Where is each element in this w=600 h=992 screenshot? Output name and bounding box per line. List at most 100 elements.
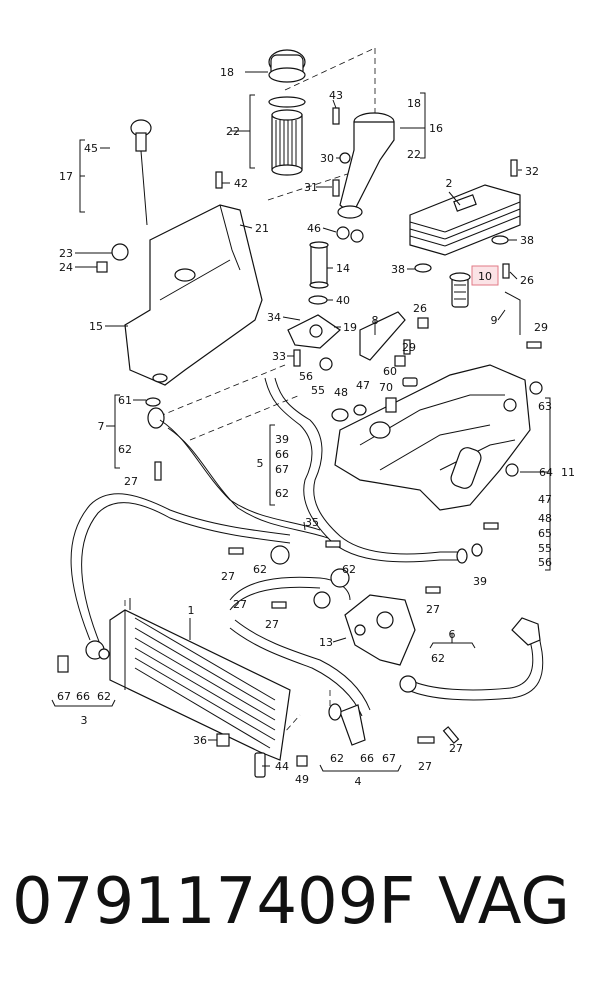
- clip-49: [296, 755, 308, 767]
- callout: 61: [118, 394, 132, 407]
- callout: 24: [59, 261, 73, 274]
- filter-seal-ring: [268, 96, 306, 108]
- o-ring-39a: [471, 543, 483, 557]
- callout: 62: [118, 443, 132, 456]
- callout: 62: [330, 752, 344, 765]
- egr-cooler-assembly: [334, 364, 531, 511]
- callout: 8: [372, 314, 379, 327]
- callout: 40: [336, 294, 350, 307]
- callout: 17: [59, 170, 73, 183]
- callout: 22: [226, 125, 240, 138]
- callout: 33: [272, 350, 286, 363]
- callout: 14: [336, 262, 350, 275]
- flange-39b: [456, 548, 468, 564]
- callout: 2: [446, 177, 453, 190]
- callout: 1: [188, 604, 195, 617]
- callout: 66: [360, 752, 374, 765]
- bolt-24: [96, 261, 108, 273]
- callout: 62: [342, 563, 356, 576]
- callout: 64: [539, 466, 553, 479]
- thermostat-housing-13: [344, 594, 416, 666]
- highlight-box-10: [471, 265, 499, 286]
- oil-filter-housing: [337, 112, 395, 219]
- callout: 4: [355, 775, 362, 788]
- callout: 38: [391, 263, 405, 276]
- callout: 60: [383, 365, 397, 378]
- callout: 34: [267, 311, 281, 324]
- flange-19-bore: [309, 324, 323, 338]
- callout: 67: [275, 463, 289, 476]
- leader-lines: [75, 71, 549, 767]
- callout: 62: [275, 487, 289, 500]
- callout: 23: [59, 247, 73, 260]
- callout: 27: [265, 618, 279, 631]
- callout: 56: [538, 556, 552, 569]
- callout: 27: [221, 570, 235, 583]
- o-ring-62-bottom: [328, 703, 342, 721]
- nut-36: [216, 733, 230, 747]
- oil-filter-cap: [268, 49, 306, 83]
- callout: 27: [426, 603, 440, 616]
- callout: 55: [538, 542, 552, 555]
- brand-label: VAG: [438, 865, 570, 939]
- callout: 3: [81, 714, 88, 727]
- callout: 39: [275, 433, 289, 446]
- callout: 11: [561, 466, 575, 479]
- part-number: 079117409F: [12, 865, 416, 939]
- o-ring-46a: [336, 226, 350, 240]
- radiator-1: [109, 598, 291, 761]
- callout: 29: [402, 341, 416, 354]
- oil-cooler: [409, 184, 521, 256]
- callout: 38: [520, 234, 534, 247]
- callout: 21: [255, 222, 269, 235]
- o-ring-40: [308, 295, 328, 305]
- o-ring-48: [331, 408, 349, 422]
- callout: 29: [534, 321, 548, 334]
- callout: 10: [478, 270, 492, 283]
- coolant-reservoir: [124, 204, 263, 386]
- o-ring-64: [505, 463, 519, 477]
- o-ring-63: [529, 381, 543, 395]
- callout: 15: [89, 320, 103, 333]
- callout: 9: [491, 314, 498, 327]
- callout: 66: [76, 690, 90, 703]
- bracket-9: [504, 291, 521, 335]
- callout: 46: [307, 222, 321, 235]
- callout: 66: [275, 448, 289, 461]
- flange-62b: [330, 568, 350, 588]
- callout: 35: [305, 516, 319, 529]
- callout: 36: [193, 734, 207, 747]
- callout: 62: [97, 690, 111, 703]
- o-ring-30: [339, 152, 351, 164]
- o-ring-47: [353, 404, 367, 416]
- callout: 32: [525, 165, 539, 178]
- elbow-4: [339, 704, 366, 746]
- callout: 48: [334, 386, 348, 399]
- callout: 16: [429, 122, 443, 135]
- oil-filter-element: [271, 109, 303, 176]
- callout: 18: [220, 66, 234, 79]
- fitting-7: [147, 407, 165, 429]
- callout: 39: [473, 575, 487, 588]
- callout: 70: [379, 381, 393, 394]
- callout: 42: [234, 177, 248, 190]
- dipstick: [130, 119, 152, 226]
- callout: 13: [319, 636, 333, 649]
- callout: 62: [253, 563, 267, 576]
- callout: 44: [275, 760, 289, 773]
- spring-70: [385, 397, 397, 413]
- flange-62c: [313, 591, 331, 609]
- callout: 26: [413, 302, 427, 315]
- callout: 27: [418, 760, 432, 773]
- callout: 67: [382, 752, 396, 765]
- callout: 47: [538, 493, 552, 506]
- flange-62d: [399, 675, 417, 693]
- callout: 47: [356, 379, 370, 392]
- callout: 22: [407, 148, 421, 161]
- callout: 48: [538, 512, 552, 525]
- bolt-67: [57, 655, 69, 673]
- callout: 67: [57, 690, 71, 703]
- callout: 27: [233, 598, 247, 611]
- seal-38a: [491, 235, 509, 245]
- sensor-44: [254, 752, 266, 778]
